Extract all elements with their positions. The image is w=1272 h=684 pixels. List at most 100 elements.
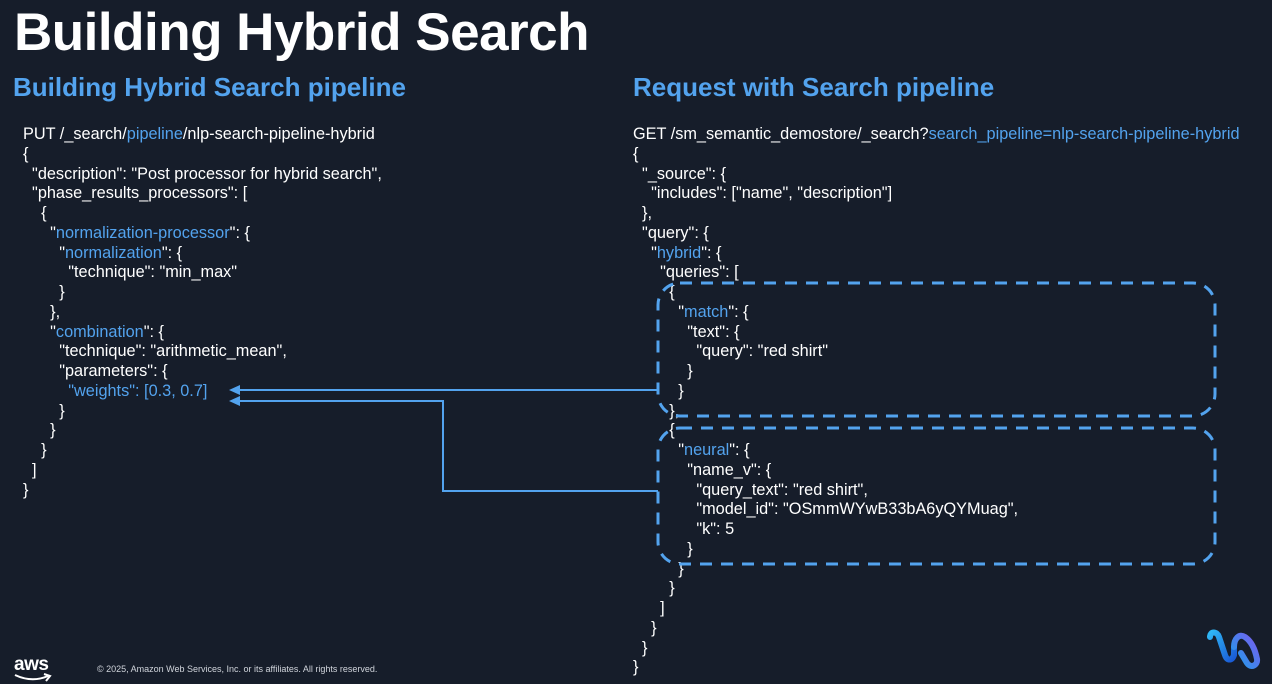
code-line: ] [23,461,382,481]
code-text: PUT /_search/ [23,125,127,143]
code-line: } [633,639,1240,659]
code-line: "text": { [633,323,1240,343]
code-line: } [23,421,382,441]
neural-query-box [656,426,1217,566]
code-line: "queries": [ [633,263,1240,283]
code-text: /nlp-search-pipeline-hybrid [182,125,375,143]
code-text: " [23,223,56,242]
code-text: "parameters": { [23,362,168,380]
neural-weight-arrowhead [229,396,240,406]
code-line: { [23,204,382,224]
code-text: "name_v": { [633,460,772,479]
code-text: " [633,243,657,262]
right-heading: Request with Search pipeline [633,72,995,102]
code-highlight: match [684,302,729,321]
code-line: "_source": { [633,165,1240,185]
code-text: { [633,144,639,163]
code-line: "model_id": "OSmmWYwB33bA6yQYMuag", [633,500,1240,520]
code-highlight: neural [684,441,730,459]
code-line: } [23,441,382,461]
code-line: "technique": "arithmetic_mean", [23,342,382,362]
code-line: { [633,421,1240,441]
code-line: "query": "red shirt" [633,342,1240,362]
code-highlight: normalization [64,243,162,262]
code-text: " [23,243,65,262]
code-line: "neural": { [633,441,1240,461]
code-line: } [633,362,1240,382]
code-text: ": { [701,243,722,262]
code-text: }, [633,401,680,420]
aws-logo: aws [14,654,49,675]
code-highlight: "weights": [0.3, 0.7] [23,381,208,400]
code-highlight: hybrid [656,243,702,262]
code-line: } [23,402,382,422]
webex-logo-icon [1207,629,1261,669]
code-line: "match": { [633,303,1240,323]
code-text: } [23,401,65,420]
code-text: { [633,283,675,301]
code-line: "hybrid": { [633,244,1240,264]
code-text: } [633,638,648,657]
code-line: ] [633,599,1240,619]
code-text: " [633,302,685,321]
code-text: } [633,618,657,637]
code-text: ": { [161,243,183,262]
code-highlight: normalization-processor [55,223,230,242]
code-line: "phase_results_processors": [ [23,184,382,204]
code-text: } [633,381,684,400]
code-text: ": { [729,441,750,459]
code-text: "query": { [633,223,709,242]
left-heading: Building Hybrid Search pipeline [13,72,406,102]
code-line: "normalization-processor": { [23,224,382,244]
code-text: { [23,144,29,163]
code-line: } [23,283,382,303]
code-text: ": { [229,223,250,242]
code-line: } [633,658,1240,678]
code-line: } [633,560,1240,580]
code-line: "name_v": { [633,461,1240,481]
code-text: } [633,579,675,598]
code-text: "query": "red shirt" [633,342,829,361]
code-line: "k": 5 [633,520,1240,540]
code-line: "weights": [0.3, 0.7] [23,382,382,402]
code-text: GET /sm_semantic_demostore/_search? [633,125,929,143]
code-text: "_source": { [633,164,727,183]
code-text: } [23,441,47,459]
code-line: "parameters": { [23,362,382,382]
code-line: }, [633,402,1240,422]
match-weight-arrowhead [229,385,240,395]
code-highlight: combination [55,322,144,341]
code-line: { [23,145,382,165]
code-text: " [633,441,685,459]
code-text: } [23,480,29,499]
code-text: "includes": ["name", "description"] [633,184,893,203]
code-line: "normalization": { [23,244,382,264]
code-text: } [633,559,684,578]
code-line: } [633,619,1240,639]
code-text: "queries": [ [633,263,739,282]
code-line: "combination": { [23,323,382,343]
code-text: ] [23,460,37,479]
code-text: "query_text": "red shirt", [633,480,868,499]
request-code-block: GET /sm_semantic_demostore/_search?searc… [633,125,1240,678]
code-line: "technique": "min_max" [23,263,382,283]
code-text: "model_id": "OSmmWYwB33bA6yQYMuag", [633,500,1019,519]
match-query-box [656,281,1217,418]
code-text: { [633,421,675,440]
code-text: { [23,204,47,222]
code-highlight: search_pipeline=nlp-search-pipeline-hybr… [928,125,1240,143]
code-text: ": { [143,322,164,341]
code-text: "phase_results_processors": [ [23,184,248,203]
code-text: "description": "Post processor for hybri… [23,164,382,183]
code-line: } [633,540,1240,560]
code-line: GET /sm_semantic_demostore/_search?searc… [633,125,1240,145]
code-line: }, [23,303,382,323]
code-text: "k": 5 [633,520,735,538]
code-text: } [633,658,639,677]
code-text: }, [633,204,653,222]
code-line: "description": "Post processor for hybri… [23,165,382,185]
code-text: }, [23,302,61,321]
code-text: " [23,322,56,341]
code-line: } [633,382,1240,402]
